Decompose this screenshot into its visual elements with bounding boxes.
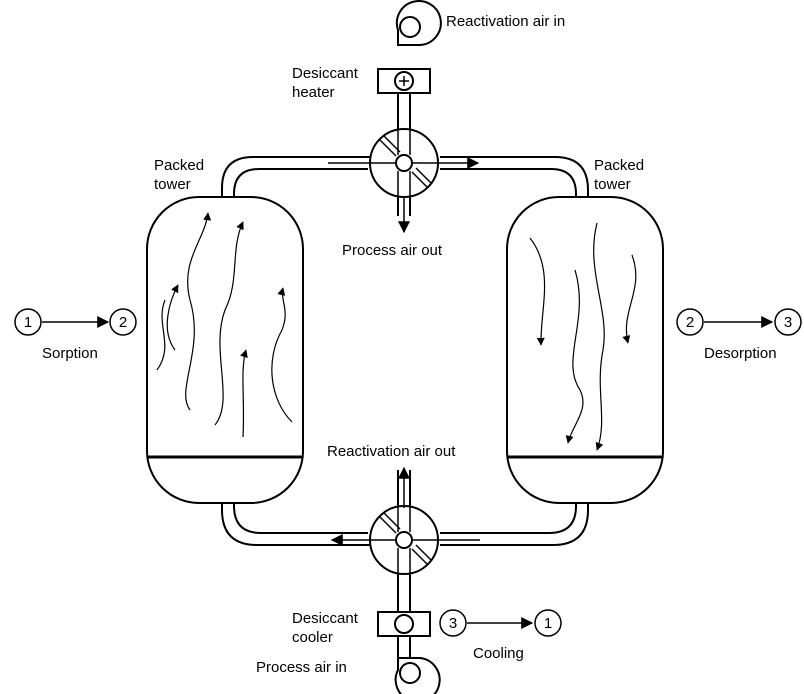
desorption-to-state: 3	[784, 314, 792, 331]
sorption-from-state: 1	[24, 314, 32, 331]
four-way-valve-icon-top	[369, 128, 439, 198]
desorption-from-state: 2	[686, 314, 694, 331]
packed-tower-right	[506, 196, 664, 504]
packed-tower-left	[146, 196, 304, 504]
cooler-circle-icon	[377, 611, 431, 637]
duct-top-inner	[233, 168, 368, 210]
desiccant-cooler-label-2: cooler	[292, 629, 333, 646]
cooling-to-state: 1	[544, 615, 552, 632]
packed-tower-right-label-1: Packed	[594, 157, 644, 174]
process-air-out-label: Process air out	[342, 242, 443, 259]
flow-arrows-right	[529, 222, 637, 451]
reactivation-air-out-label: Reactivation air out	[327, 443, 456, 460]
duct-top-inner-r	[440, 168, 577, 210]
desiccant-cooler-label-1: Desiccant	[292, 610, 359, 627]
blower-fan-icon-top	[395, 0, 442, 46]
sorption-label: Sorption	[42, 345, 98, 362]
duct-bottom-outer-r	[440, 490, 589, 546]
duct-top-outer-r	[440, 156, 589, 210]
packed-tower-left-label-2: tower	[154, 176, 191, 193]
flow-arrows-left	[156, 212, 293, 438]
sorption-transition: 1 2 Sorption	[14, 308, 137, 362]
sorption-to-state: 2	[119, 314, 127, 331]
desiccant-heater-label-2: heater	[292, 84, 335, 101]
duct-bottom-inner	[233, 490, 368, 534]
packed-tower-right-label-2: tower	[594, 176, 631, 193]
cooling-from-state: 3	[449, 615, 457, 632]
four-way-valve-icon-bottom	[369, 505, 439, 575]
desorption-transition: 2 3 Desorption	[676, 308, 802, 362]
process-air-in-label: Process air in	[256, 659, 347, 676]
reactivation-air-in-label: Reactivation air in	[446, 13, 565, 30]
cooling-label: Cooling	[473, 645, 524, 662]
duct-bottom-inner-r	[440, 490, 577, 534]
duct-flow-arrows	[328, 157, 480, 546]
ducts	[221, 93, 589, 658]
duct-bottom-outer	[221, 490, 372, 546]
duct-top-outer	[221, 156, 372, 210]
cooling-transition: 3 1 Cooling	[439, 609, 562, 662]
packed-tower-left-label-1: Packed	[154, 157, 204, 174]
desorption-label: Desorption	[704, 345, 777, 362]
blower-fan-icon-bottom	[394, 657, 441, 694]
desiccant-heater-label-1: Desiccant	[292, 65, 359, 82]
heater-plus-icon	[377, 68, 431, 94]
